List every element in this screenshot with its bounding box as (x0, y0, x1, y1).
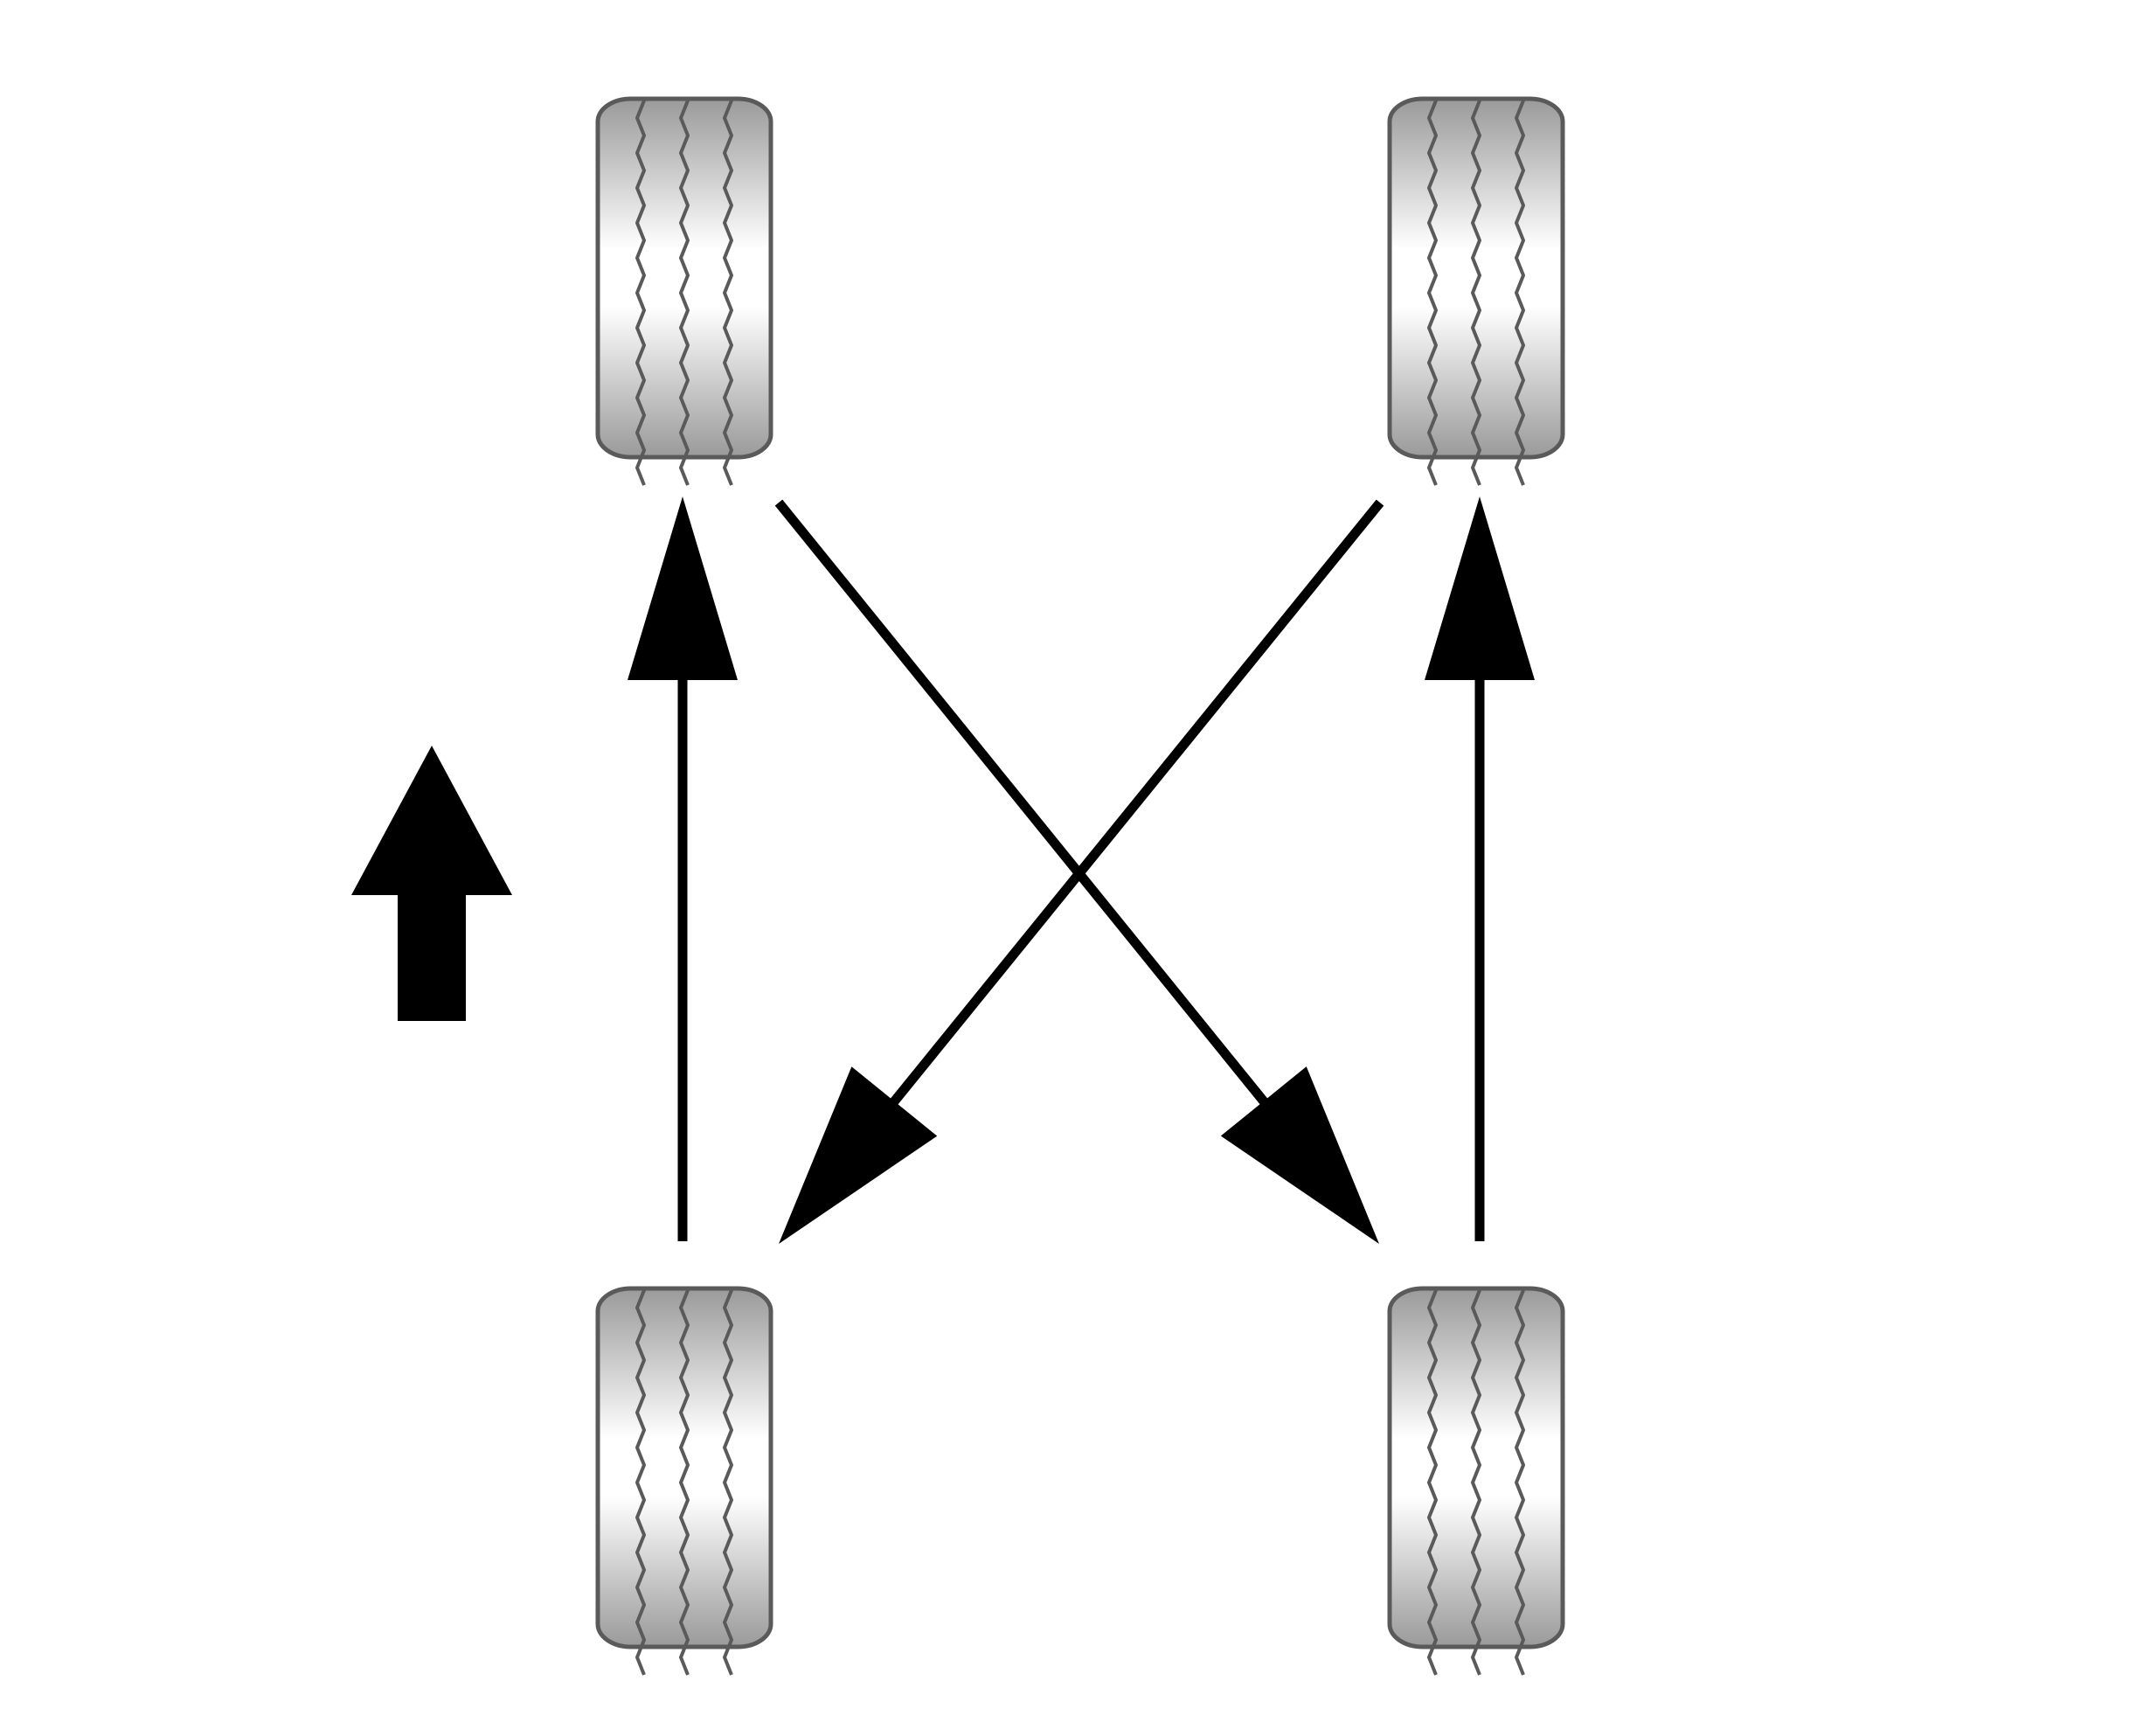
front-left-to-rear-right-arrow (774, 499, 1379, 1244)
rear-left-tire (595, 1286, 773, 1677)
rear-right-tire (1387, 1286, 1565, 1677)
forward-direction-icon (351, 746, 512, 1021)
rear-left-to-front-left-arrow (628, 496, 738, 1241)
front-right-tire (1387, 96, 1565, 487)
front-left-tire (595, 96, 773, 487)
rear-right-to-front-right-arrow (1425, 496, 1535, 1241)
front-right-to-rear-left-arrow (779, 499, 1384, 1244)
